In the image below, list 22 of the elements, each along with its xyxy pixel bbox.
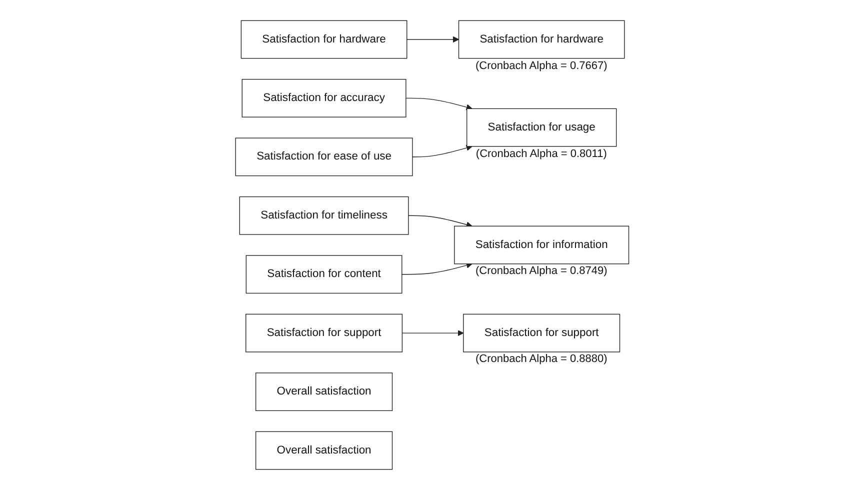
node-box <box>242 78 406 117</box>
node-box <box>255 430 392 470</box>
arrow <box>402 330 464 336</box>
arrow <box>408 214 472 228</box>
reliability-note: (Cronbach Alpha = 0.8880) <box>476 353 608 366</box>
arrow <box>406 36 459 42</box>
node-box <box>240 20 408 58</box>
node-box <box>246 254 402 294</box>
node-box <box>458 20 625 58</box>
node-box <box>466 108 616 146</box>
arrow <box>401 262 472 274</box>
node-box <box>255 372 392 411</box>
node-box <box>462 313 620 352</box>
node-box <box>239 196 409 234</box>
reliability-note: (Cronbach Alpha = 0.8011) <box>476 148 607 160</box>
node-box <box>454 225 629 264</box>
reliability-note: (Cronbach Alpha = 0.7667) <box>476 60 608 72</box>
node-box <box>235 137 413 176</box>
node-box <box>245 313 402 352</box>
reliability-note: (Cronbach Alpha = 0.8749) <box>476 265 608 278</box>
arrow <box>405 97 472 110</box>
arrow <box>412 144 472 157</box>
